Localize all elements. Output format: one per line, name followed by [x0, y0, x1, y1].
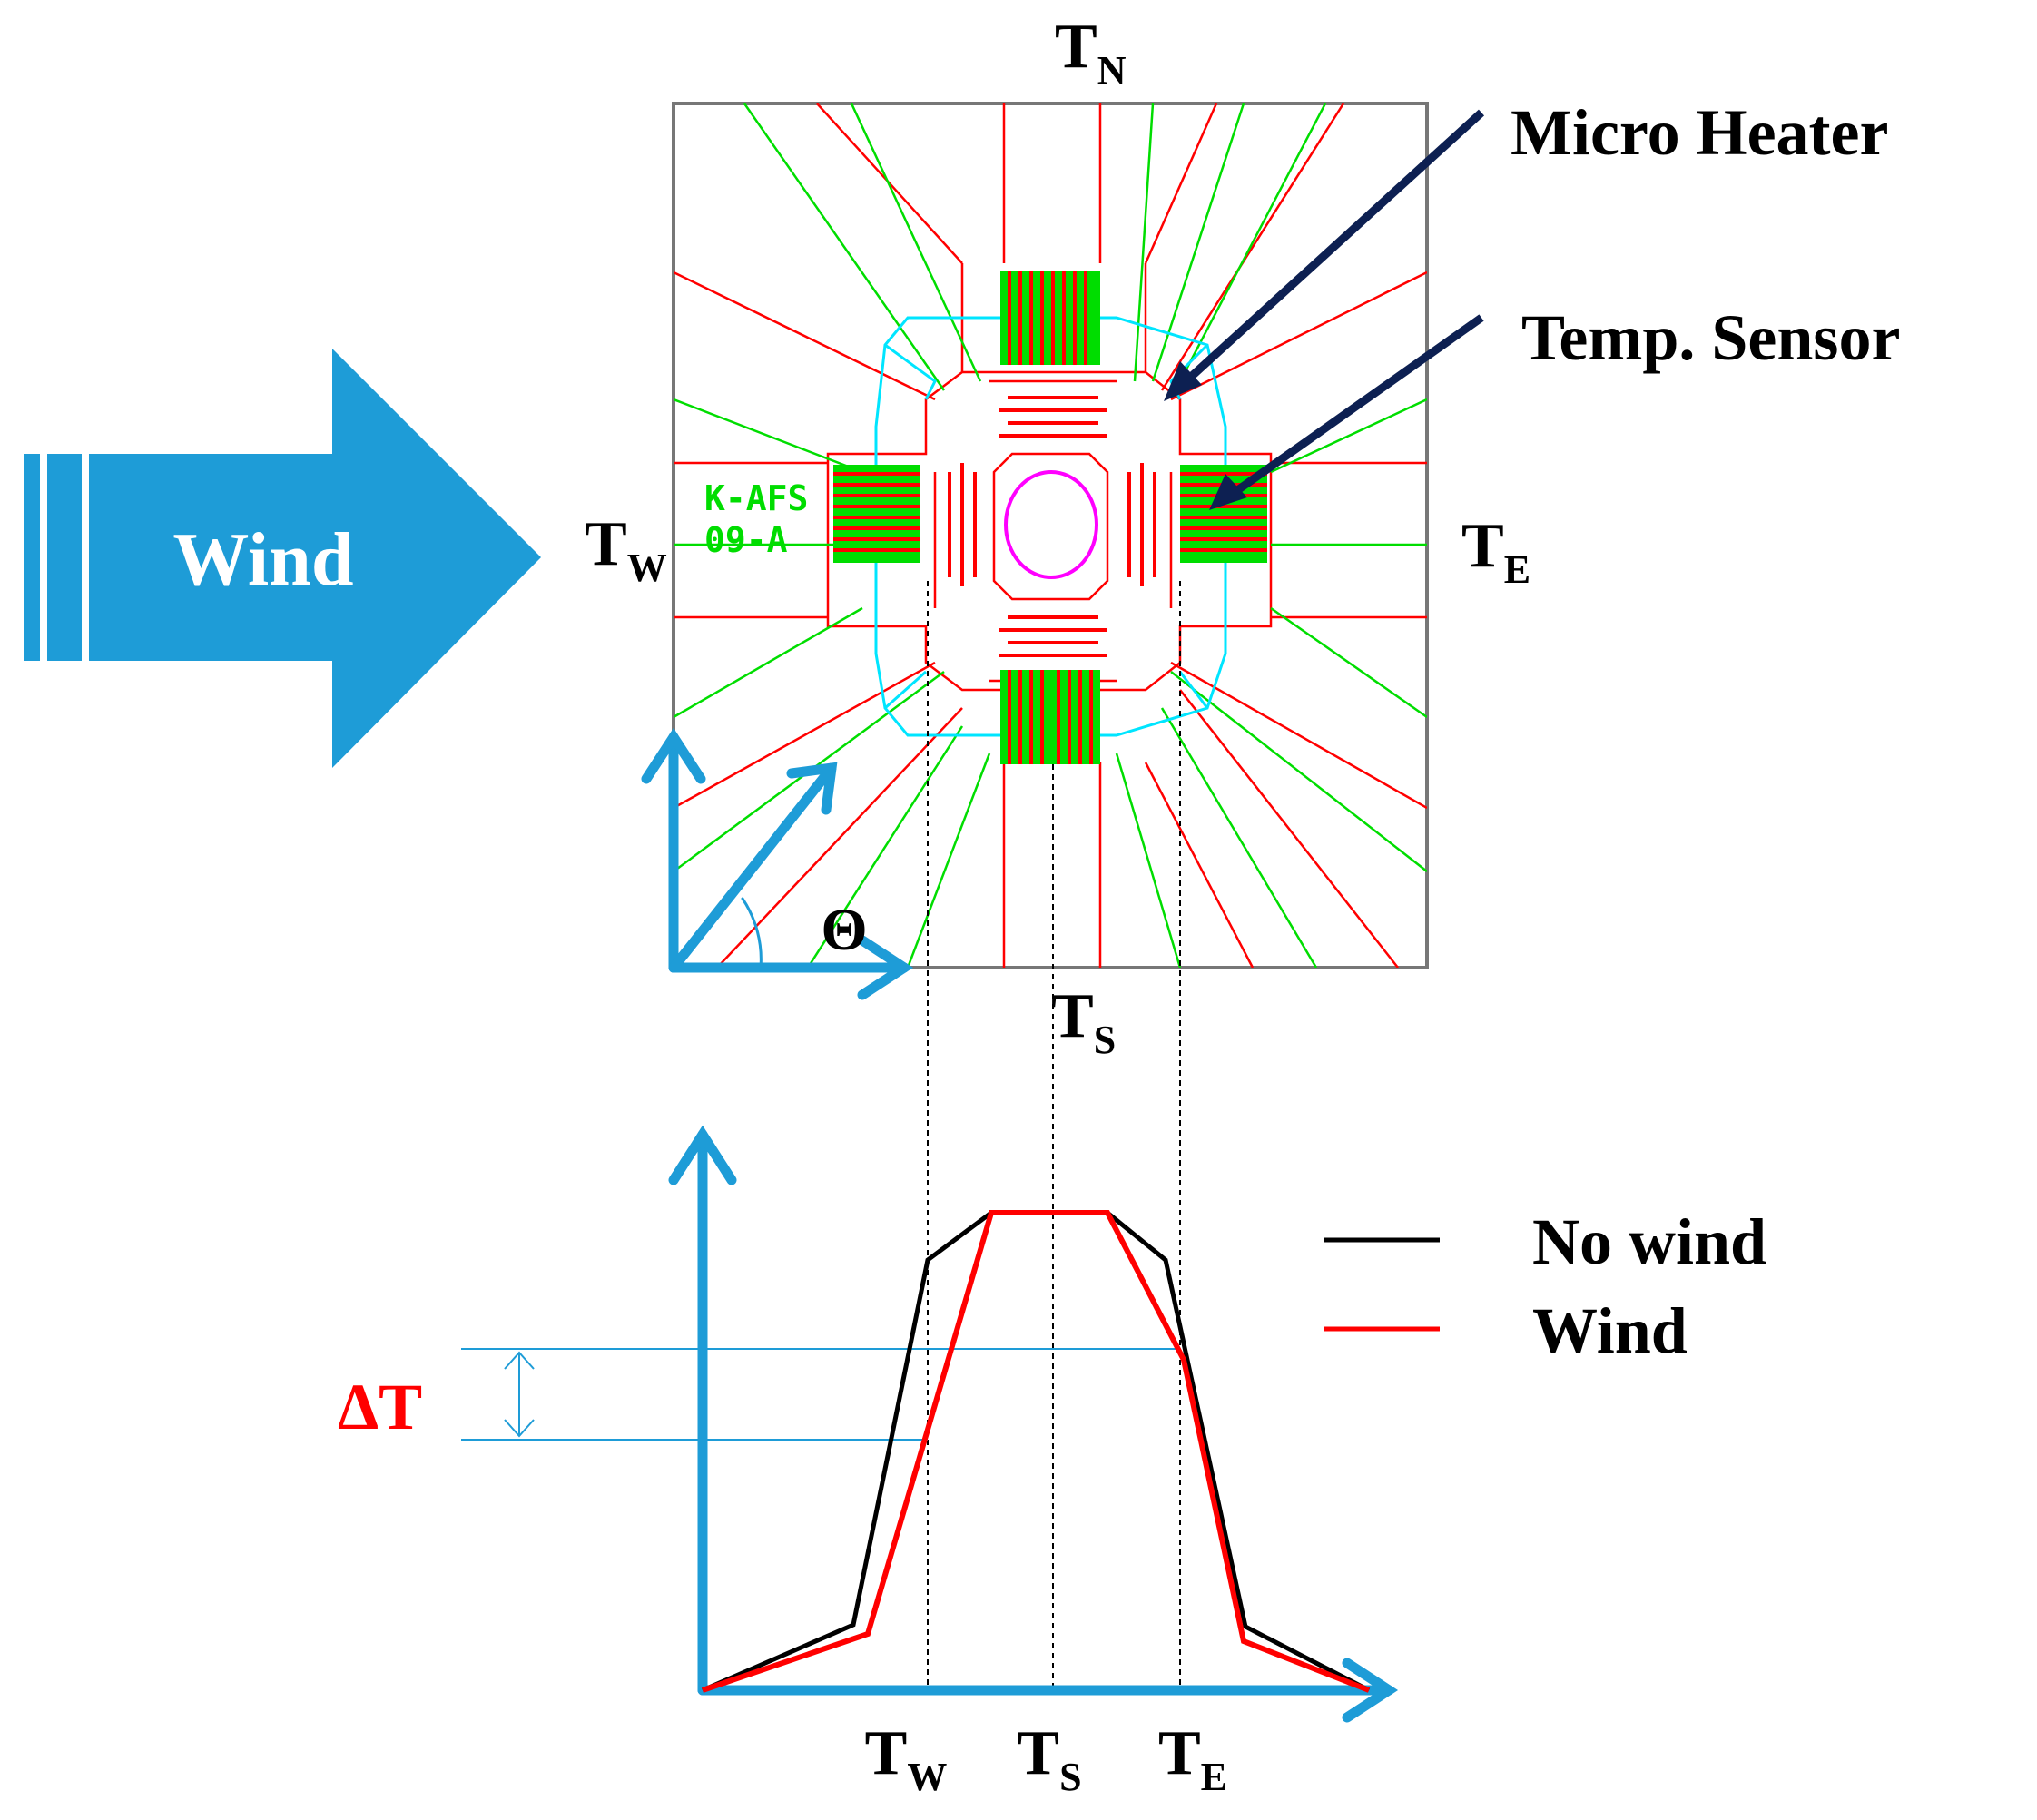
callout-arrowhead-heater — [1164, 361, 1202, 401]
wind-arrow-label: Wind — [172, 517, 353, 602]
heater-traces — [674, 103, 1427, 968]
angle-theta-label: Θ — [821, 897, 867, 963]
x-tick-t-south: TS — [1017, 1718, 1081, 1799]
callouts: Micro Heater Temp. Sensor — [1164, 96, 1900, 510]
x-tick-t-east: TE — [1158, 1718, 1227, 1799]
callout-arrowhead-sensor — [1209, 474, 1247, 510]
micro-heater — [948, 396, 1156, 657]
label-t-east-top: TE — [1461, 511, 1530, 592]
callout-micro-heater: Micro Heater — [1511, 96, 1888, 169]
temperature-profile-plot: ΔT No wind Wind TW TS TE — [338, 1125, 1766, 1799]
curve-wind — [702, 1210, 1371, 1693]
label-t-north: TN — [1055, 12, 1127, 93]
x-tick-t-west: TW — [865, 1718, 948, 1799]
label-t-west-top: TW — [585, 509, 667, 590]
delta-t-label: ΔT — [338, 1371, 422, 1443]
sensor-traces — [674, 103, 1427, 968]
wind-arrow: Wind — [24, 349, 541, 768]
label-t-south-top: TS — [1051, 981, 1116, 1062]
orientation-axes — [641, 727, 914, 1000]
delta-t-indicator — [461, 1348, 1180, 1441]
callout-temp-sensor: Temp. Sensor — [1521, 301, 1900, 374]
chip-mark-line1: K-AFS — [704, 478, 808, 518]
temp-sensor-north — [1000, 271, 1100, 365]
compass-labels: TN TS TW TE — [585, 12, 1530, 1062]
curve-no-wind — [702, 1210, 1371, 1693]
chip-mark-line2: 09-A — [704, 520, 788, 560]
temp-sensor-west — [833, 465, 920, 563]
sensor-chip: K-AFS 09-A — [672, 102, 1429, 969]
dashed-guide-lines — [927, 581, 1181, 1688]
temp-sensor-south — [1000, 670, 1100, 764]
legend-wind: Wind — [1532, 1294, 1688, 1367]
legend-no-wind: No wind — [1532, 1205, 1766, 1278]
plot-legend: No wind Wind — [1324, 1205, 1766, 1367]
